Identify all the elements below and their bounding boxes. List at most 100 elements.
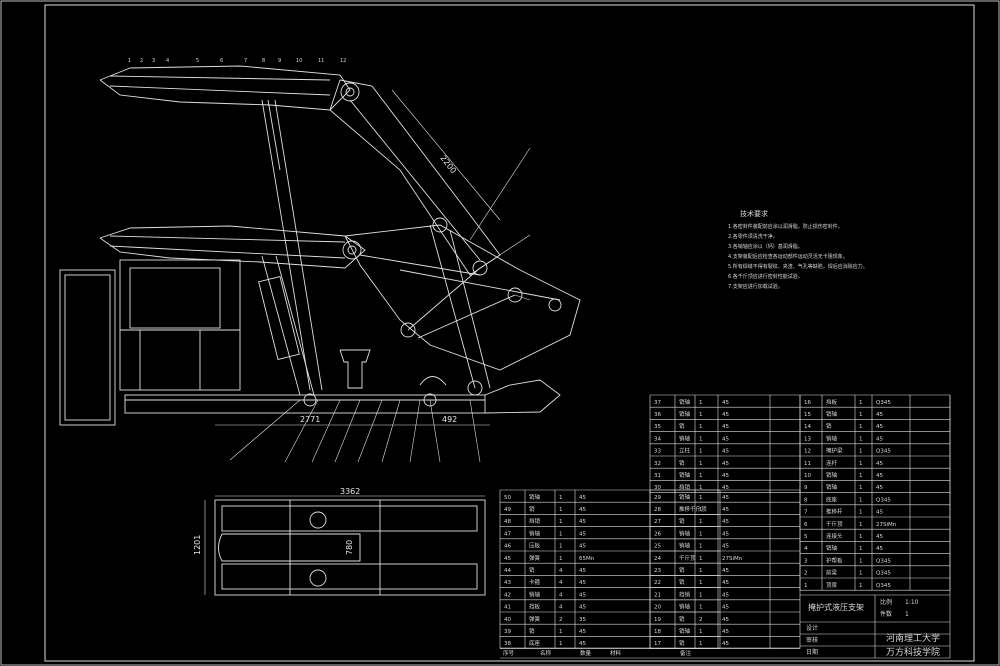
bom-mid-name: 销轴 [679, 529, 691, 537]
bom-right-material: 45 [722, 449, 729, 455]
pin-upper-canopy [340, 82, 360, 102]
pin-shield-c [507, 287, 523, 303]
plan-top-rail [221, 505, 478, 532]
bom-far-right-no: 9 [804, 485, 808, 491]
tech-note-line: 4.支架装配后应检查各运动部件运动灵活无卡阻现象。 [728, 253, 848, 260]
shield-raised [329, 79, 501, 276]
bom-right-qty: 1 [699, 424, 703, 430]
bom-mid-name: 销 [679, 517, 685, 525]
bom-footer-name: 名称 [540, 649, 552, 657]
bom-left-name: 销 [529, 505, 535, 513]
canopy-lower-line-b [109, 245, 346, 259]
dim-text-2200: 2200 [438, 154, 458, 176]
bom-left-qty: 2 [559, 617, 563, 623]
tech-note-line: 1.各密封件装配前应涂以润滑脂，防止损伤密封件。 [728, 223, 843, 230]
leg-working-a [261, 255, 301, 396]
pin-base-rear [423, 393, 437, 407]
bom-far-right-no: 10 [804, 473, 811, 479]
bom-right-no: 36 [654, 412, 661, 418]
bom-right-name: 挡销 [679, 483, 691, 491]
bom-far-right-no: 13 [804, 436, 811, 442]
bom-left-material: 65Mn [579, 556, 595, 562]
bom-mid-material: 45 [722, 544, 729, 550]
leg-raised-b [274, 99, 323, 391]
bom-left-no: 48 [504, 519, 511, 525]
plan-pin-top [309, 511, 327, 529]
bom-mid-no: 28 [654, 507, 661, 513]
dim-text-2771: 2771 [300, 415, 320, 424]
bom-mid-no: 29 [654, 495, 661, 501]
bom-mid-material: 45 [722, 617, 729, 623]
link-rear-b [417, 294, 516, 339]
bom-far-right-name: 前梁 [826, 569, 838, 577]
bom-far-right-name: 销 [826, 422, 832, 430]
leader-5 [357, 399, 383, 463]
bom-far-right-material: 45 [876, 461, 883, 467]
bom-mid-name: 销 [679, 615, 685, 623]
bom-far-right-name: 底座 [826, 495, 838, 503]
pin-shield-a [432, 217, 448, 233]
bom-left-material: 45 [579, 629, 586, 635]
bom-far-right-material: Q345 [876, 558, 891, 564]
bom-left-qty: 4 [559, 592, 563, 598]
link-rear-c [429, 224, 476, 389]
shield-working [344, 224, 581, 371]
pin-lower-canopy-inner [347, 245, 357, 255]
base-body [124, 394, 486, 414]
bom-mid-no: 26 [654, 531, 661, 537]
bom-mid-material: 45 [722, 605, 729, 611]
bom-far-right-qty: 1 [859, 510, 863, 516]
bom-left-no: 49 [504, 507, 511, 513]
bom-mid-name: 销轴 [679, 627, 691, 635]
bom-mid-material: 45 [722, 531, 729, 537]
bom-right-qty: 1 [699, 485, 703, 491]
bom-far-right-material: 45 [876, 473, 883, 479]
bom-mid-no: 21 [654, 592, 661, 598]
tech-notes: 技术要求 1.各密封件装配前应涂以润滑脂，防止损伤密封件。 2.各零件须清洗干净… [728, 209, 868, 290]
bom-far-right-qty: 1 [859, 546, 863, 552]
bom-far-right-qty: 1 [859, 461, 863, 467]
part-callout: 5 [196, 58, 199, 64]
bom-mid-material: 45 [722, 592, 729, 598]
rear-arc [419, 376, 447, 386]
bom-left-qty: 4 [559, 568, 563, 574]
bom-far-right-no: 7 [804, 510, 808, 516]
bom-left-name: 销轴 [529, 529, 541, 537]
bom-mid-no: 24 [654, 556, 661, 562]
plan-outline [214, 499, 486, 596]
bom-far-right-no: 3 [804, 558, 808, 564]
bom-left-qty: 1 [559, 495, 563, 501]
quantity-label: 件数 [880, 610, 892, 618]
bom-left-qty: 1 [559, 507, 563, 513]
bom-left-name: 挡板 [529, 603, 541, 611]
bom-far-right-no: 5 [804, 534, 808, 540]
bom-mid-qty: 1 [699, 507, 703, 513]
bom-right-qty: 1 [699, 436, 703, 442]
bom-left-qty: 1 [559, 531, 563, 537]
bom-left-name: 弹簧 [529, 554, 541, 562]
canopy-upper-line-b [109, 85, 331, 96]
bom-far-right-qty: 1 [859, 473, 863, 479]
bom-mid-material: 45 [722, 495, 729, 501]
bom-mid-no: 25 [654, 544, 661, 550]
bom-mid-no: 20 [654, 605, 661, 611]
tech-note-line: 2.各零件须清洗干净。 [728, 233, 778, 240]
pedestal [339, 349, 371, 389]
leader-1 [229, 399, 301, 461]
bom-left-material: 45 [579, 568, 586, 574]
bom-mid-no: 22 [654, 580, 661, 586]
bom-footer-note: 备注 [680, 649, 692, 657]
pump-housing [119, 259, 241, 391]
bom-right-no: 34 [654, 436, 661, 442]
leg-cylinder [258, 275, 300, 361]
pin-base-front [303, 393, 317, 407]
bom-far-right-no: 11 [804, 461, 811, 467]
quantity-value: 1 [905, 611, 909, 618]
dim-text-3362: 3362 [340, 487, 360, 496]
bom-left-name: 底座 [529, 639, 541, 647]
bom-right-no: 31 [654, 473, 661, 479]
leader-10 [469, 147, 531, 241]
bom-mid-material: 45 [722, 519, 729, 525]
bom-right-qty: 1 [699, 473, 703, 479]
